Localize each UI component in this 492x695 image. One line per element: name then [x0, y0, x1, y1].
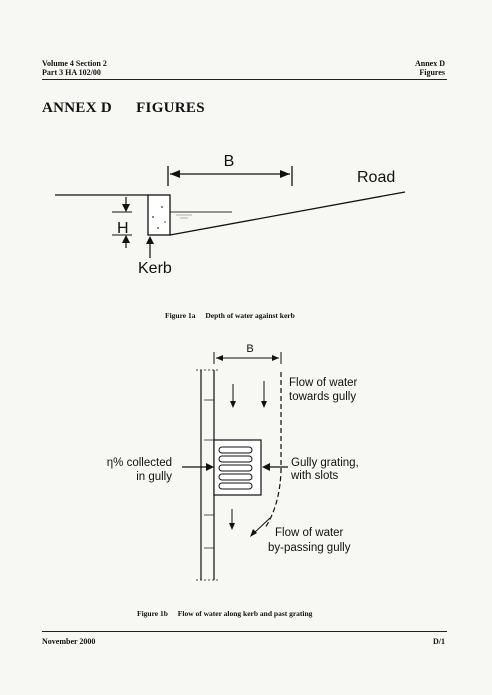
fig1b-label-b: B — [246, 343, 253, 355]
footer-rule — [42, 631, 447, 632]
footer-page-number: D/1 — [433, 637, 445, 646]
header-section: Figures — [419, 68, 445, 77]
fig1b-label-collected-1: η% collected — [107, 457, 172, 469]
fig1a-road-surface — [169, 191, 406, 236]
fig1a-b-arrow-right — [280, 170, 290, 178]
fig1b-label-flow-2: towards gully — [289, 391, 356, 403]
header-left: Volume 4 Section 2 Part 3 HA 102/00 — [42, 59, 107, 77]
page-title: ANNEX D FIGURES — [42, 100, 205, 117]
fig1b-label-grating-1: Gully grating, — [291, 457, 359, 469]
fig1a-caption-number: Figure 1a — [165, 311, 196, 320]
footer-date: November 2000 — [42, 637, 96, 646]
fig1b-label-flow-1: Flow of water — [289, 377, 358, 389]
figure-1a-caption: Figure 1a Depth of water against kerb — [165, 311, 295, 320]
fig1b-bypass-arrow-2 — [252, 517, 271, 535]
fig1b-b-arrow-left — [216, 355, 223, 361]
fig1a-label-road: Road — [357, 169, 395, 186]
fig1b-label-collected-2: in gully — [136, 471, 172, 483]
fig1a-caption-text: Depth of water against kerb — [205, 311, 295, 320]
fig1a-b-arrow-left — [170, 170, 180, 178]
fig1a-h-arrow-bottom — [122, 235, 130, 243]
fig1b-flow-boundary — [264, 372, 282, 529]
figure-1b-caption: Figure 1b Flow of water along kerb and p… — [137, 609, 312, 618]
fig1b-caption-text: Flow of water along kerb and past gratin… — [177, 609, 313, 618]
header-part: Part 3 HA 102/00 — [42, 68, 101, 77]
header-rule — [42, 79, 447, 80]
fig1a-kerb-arrow — [146, 236, 154, 244]
title-figures: FIGURES — [136, 100, 205, 116]
fig1b-b-arrow-right — [272, 355, 279, 361]
fig1a-kerb-block — [147, 194, 171, 236]
fig1b-caption-number: Figure 1b — [137, 609, 168, 618]
header-annex: Annex D — [414, 59, 445, 68]
fig1a-label-h: H — [117, 220, 129, 237]
header-right: Annex D Figures — [415, 59, 445, 77]
fig1a-label-kerb: Kerb — [138, 260, 172, 277]
fig1b-label-bypass-2: by-passing gully — [268, 542, 351, 554]
header-volume: Volume 4 Section 2 — [42, 59, 107, 68]
fig1a-label-b: B — [224, 153, 235, 170]
fig1b-label-bypass-1: Flow of water — [275, 527, 344, 539]
title-annex: ANNEX D — [42, 100, 113, 116]
fig1b-grating-slots — [218, 446, 253, 490]
fig1b-label-grating-2: with slots — [290, 470, 339, 482]
fig1a-h-arrow-top — [122, 204, 130, 212]
